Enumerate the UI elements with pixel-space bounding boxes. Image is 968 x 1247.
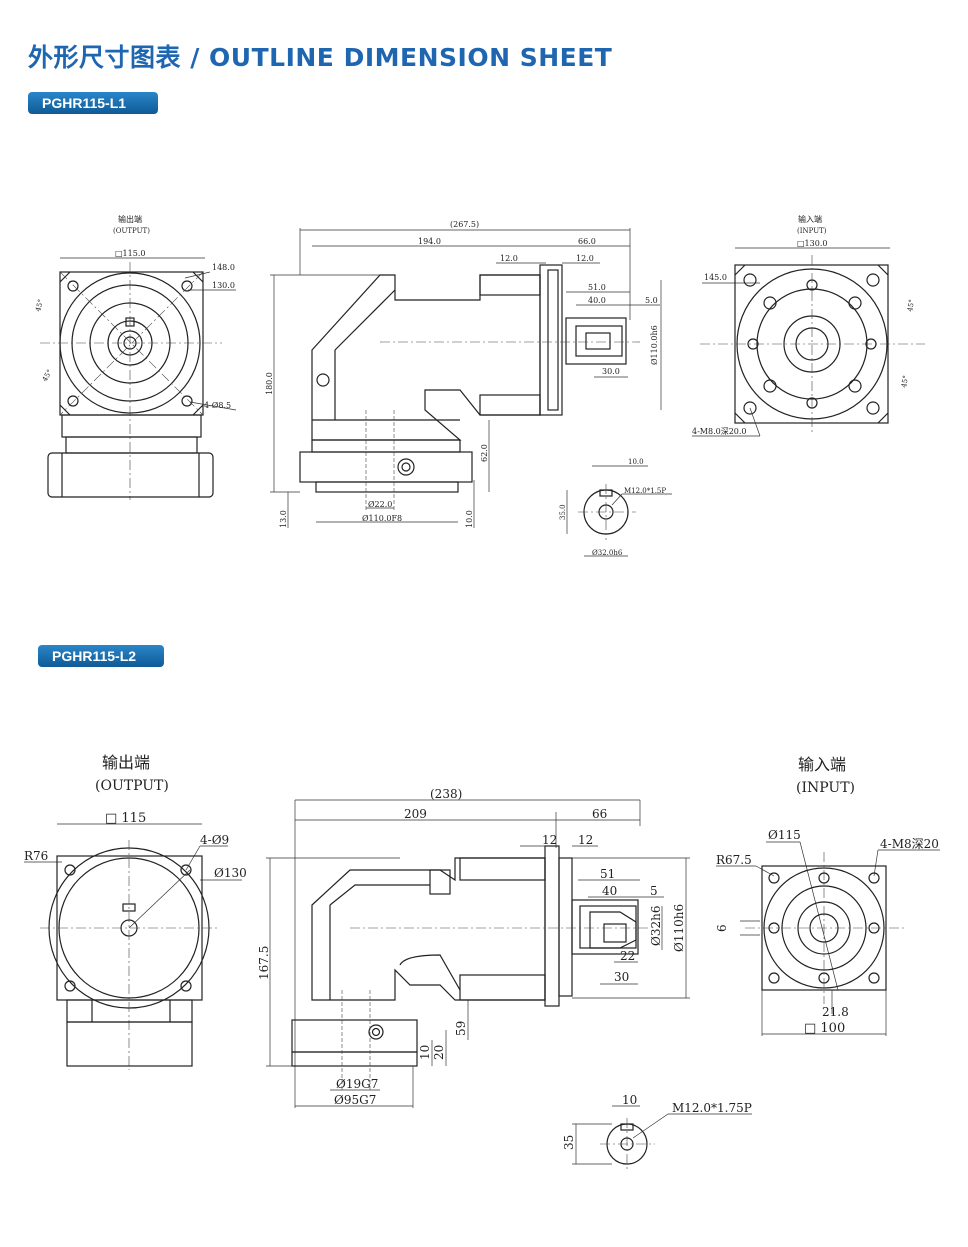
- l1-dim-sq-out: □115.0: [115, 249, 145, 258]
- l1-dim-12a: 12.0: [500, 254, 518, 263]
- l2-thread: M12.0*1.75P: [672, 1101, 752, 1115]
- l1-dim-40: 40.0: [588, 296, 606, 305]
- l1-dim-30: 30.0: [602, 367, 620, 376]
- l1-phi32: Ø32.0h6: [592, 549, 623, 557]
- l2-dim-22: 22: [620, 949, 635, 963]
- l1-dim-h180: 180.0: [265, 372, 274, 395]
- l1-dim-51: 51.0: [588, 283, 606, 292]
- l2-dim-66: 66: [592, 807, 607, 821]
- l2-dim-phi32: Ø32h6: [649, 906, 663, 946]
- l2-dim-209: 209: [404, 807, 427, 821]
- l2-dim-12a: 12: [542, 833, 557, 847]
- l1-side-view: (267.5) 194.0 66.0 12.0 12.0 51.0 40.0 5…: [265, 220, 662, 528]
- l1-thread: M12.0*1.5P: [624, 487, 666, 495]
- l1-holes-out: 4-Ø8.5: [204, 401, 231, 410]
- l1-dim-145: 145.0: [704, 273, 727, 282]
- l2-dim-d6: 6: [715, 924, 729, 932]
- l1-angle-b: 45°: [41, 368, 54, 383]
- l1-dim-h13: 13.0: [279, 510, 288, 528]
- l1-input-label: 输入端: [798, 214, 822, 224]
- l1-dim-h62: 62.0: [480, 444, 489, 462]
- l2-dim-phi19: Ø19G7: [336, 1077, 378, 1091]
- l2-dim-sq-in: □ 100: [804, 1021, 845, 1036]
- l1-dim-sq-in: □130.0: [797, 239, 827, 248]
- l1-input-view: 输入端 (INPUT) □130.0 145.0 45° 45° 4-M8.0深…: [692, 214, 925, 437]
- l1-output-label: 输出端: [118, 214, 142, 224]
- l2-dim-d218: 21.8: [822, 1005, 849, 1019]
- page-title: 外形尺寸图表 / OUTLINE DIMENSION SHEET: [28, 43, 613, 72]
- l1-dim-66: 66.0: [578, 237, 596, 246]
- l2-input-view: 输入端 (INPUT) Ø115 4-M8深20 R67.5 6 21.8: [715, 755, 940, 1036]
- l1-holes-in: 4-M8.0深20.0: [692, 427, 747, 436]
- l2-dim-d115: Ø115: [768, 828, 801, 842]
- l1-output-label-en: (OUTPUT): [113, 227, 150, 235]
- l2-key-35: 35: [562, 1135, 576, 1150]
- l2-dim-30: 30: [614, 970, 629, 984]
- l1-dim-phi110: Ø110.0h6: [650, 325, 659, 365]
- l2-dim-r76: R76: [24, 849, 48, 863]
- l1-dim-12b: 12.0: [576, 254, 594, 263]
- model-badge-l1: PGHR115-L1: [28, 92, 158, 114]
- l1-key-35: 35.0: [559, 504, 567, 520]
- l2-dim-51: 51: [600, 867, 615, 881]
- l1-input-label-en: (INPUT): [797, 227, 827, 235]
- l2-output-label: 输出端: [102, 753, 150, 772]
- l1-dim-148: 148.0: [212, 263, 235, 272]
- l1-shaft-detail: 10.0 M12.0*1.5P 35.0 Ø32.0h6: [559, 458, 672, 557]
- l1-dim-phi22: Ø22.0: [368, 500, 392, 509]
- l2-input-label: 输入端: [798, 755, 846, 774]
- l2-dim-sq-out: □ 115: [105, 811, 146, 826]
- l1-dim-5: 5.0: [645, 296, 658, 305]
- l2-dim-h59: 59: [454, 1021, 468, 1036]
- l1-dim-130: 130.0: [212, 281, 235, 290]
- l2-dim-40: 40: [602, 884, 617, 898]
- l1-key-10: 10.0: [628, 458, 644, 466]
- l2-output-label-en: (OUTPUT): [95, 778, 169, 794]
- l2-side-view: (238) 209 66 12 12 51 40 5 22 30 Ø32h6 Ø…: [257, 787, 690, 1108]
- l2-input-label-en: (INPUT): [796, 780, 855, 796]
- model-badge-l2: PGHR115-L2: [38, 645, 164, 667]
- l1-angle-a: 45°: [34, 298, 45, 312]
- l2-dim-phi110: Ø110h6: [672, 904, 686, 952]
- l2-holes-in: 4-M8深20: [880, 837, 939, 851]
- l1-angle-d: 45°: [900, 375, 910, 389]
- l2-dim-r675: R67.5: [716, 853, 752, 867]
- l2-dim-h167: 167.5: [257, 946, 271, 980]
- l2-dim-12b: 12: [578, 833, 593, 847]
- l1-dim-194: 194.0: [418, 237, 441, 246]
- l2-holes-out: 4-Ø9: [200, 833, 229, 847]
- l2-output-view: 输出端 (OUTPUT) □ 115 R76 4-Ø9 Ø130: [24, 753, 247, 1070]
- l2-dim-5: 5: [650, 884, 658, 898]
- l1-dim-phi110f8: Ø110.0F8: [362, 514, 402, 523]
- l1-dim-total: (267.5): [450, 220, 479, 229]
- l2-shaft-detail: 10 M12.0*1.75P 35: [562, 1093, 752, 1170]
- l2-dim-d130: Ø130: [214, 866, 247, 880]
- l1-dim-h10: 10.0: [465, 510, 474, 528]
- l2-dim-total: (238): [430, 787, 462, 801]
- l2-key-10: 10: [622, 1093, 637, 1107]
- l1-angle-c: 45°: [906, 299, 916, 313]
- l2-dim-phi95: Ø95G7: [334, 1093, 376, 1107]
- l2-dim-h10: 10: [418, 1045, 432, 1060]
- l2-dim-h20: 20: [432, 1045, 446, 1060]
- l1-output-view: 输出端 (OUTPUT) □115.0 148.0 130.0 4-Ø8.5 4…: [34, 214, 237, 500]
